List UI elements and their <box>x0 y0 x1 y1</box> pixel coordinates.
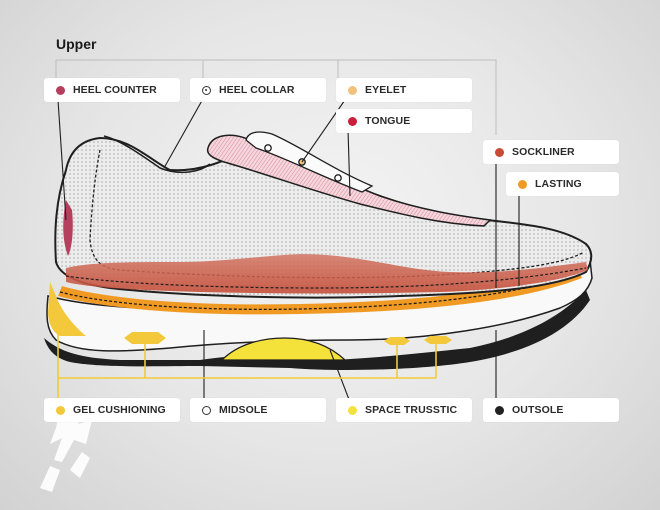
heel-counter-dot-icon <box>56 85 65 95</box>
gel-pod-3 <box>424 336 452 344</box>
upper-bracket <box>55 59 497 135</box>
space-trusstic-label: SPACE TRUSSTIC <box>336 398 472 422</box>
heel-counter-label: HEEL COUNTER <box>44 78 180 102</box>
outsole-label: OUTSOLE <box>483 398 619 422</box>
eyelet-label: EYELET <box>336 78 472 102</box>
space-trusstic-text: SPACE TRUSSTIC <box>365 404 458 416</box>
gel-cushioning-leaders <box>57 330 437 402</box>
sockliner-dot-icon <box>495 147 504 157</box>
heel-collar-dot-icon <box>202 85 211 95</box>
eyelet-hole-3 <box>334 174 342 182</box>
heel-collar-label: HEEL COLLAR <box>190 78 326 102</box>
outsole-shape <box>44 290 590 370</box>
heel-gel-shape <box>48 282 86 336</box>
eyelet-hole-1 <box>264 144 272 152</box>
midsole-label: MIDSOLE <box>190 398 326 422</box>
gel-pod-2 <box>384 337 410 345</box>
tongue-text: TONGUE <box>365 115 411 127</box>
tongue-dot-icon <box>348 116 357 126</box>
upper-title: Upper <box>56 36 97 52</box>
sockliner-text: SOCKLINER <box>512 146 575 158</box>
gel-pod-1 <box>124 332 166 344</box>
lasting-dot-icon <box>518 179 527 189</box>
upper-body-shape <box>54 136 593 299</box>
tongue-label: TONGUE <box>336 109 472 133</box>
outsole-dot-icon <box>495 405 504 415</box>
space-trusstic-dot-icon <box>348 405 357 415</box>
lasting-label: LASTING <box>506 172 619 196</box>
midsole-text: MIDSOLE <box>219 404 268 416</box>
space-trusstic-shape <box>220 337 347 361</box>
gel-cushioning-dot-icon <box>56 405 65 415</box>
lasting-text: LASTING <box>535 178 582 190</box>
eyelet-dot-icon <box>348 85 357 95</box>
outsole-text: OUTSOLE <box>512 404 564 416</box>
midsole-dot-icon <box>202 405 211 415</box>
gel-cushioning-label: GEL CUSHIONING <box>44 398 180 422</box>
eyelet-text: EYELET <box>365 84 407 96</box>
gel-cushioning-text: GEL CUSHIONING <box>73 404 166 416</box>
heel-collar-text: HEEL COLLAR <box>219 84 295 96</box>
heel-counter-text: HEEL COUNTER <box>73 84 157 96</box>
lasting-shape <box>58 270 582 315</box>
leader-lines <box>57 96 520 403</box>
sockliner-label: SOCKLINER <box>483 140 619 164</box>
